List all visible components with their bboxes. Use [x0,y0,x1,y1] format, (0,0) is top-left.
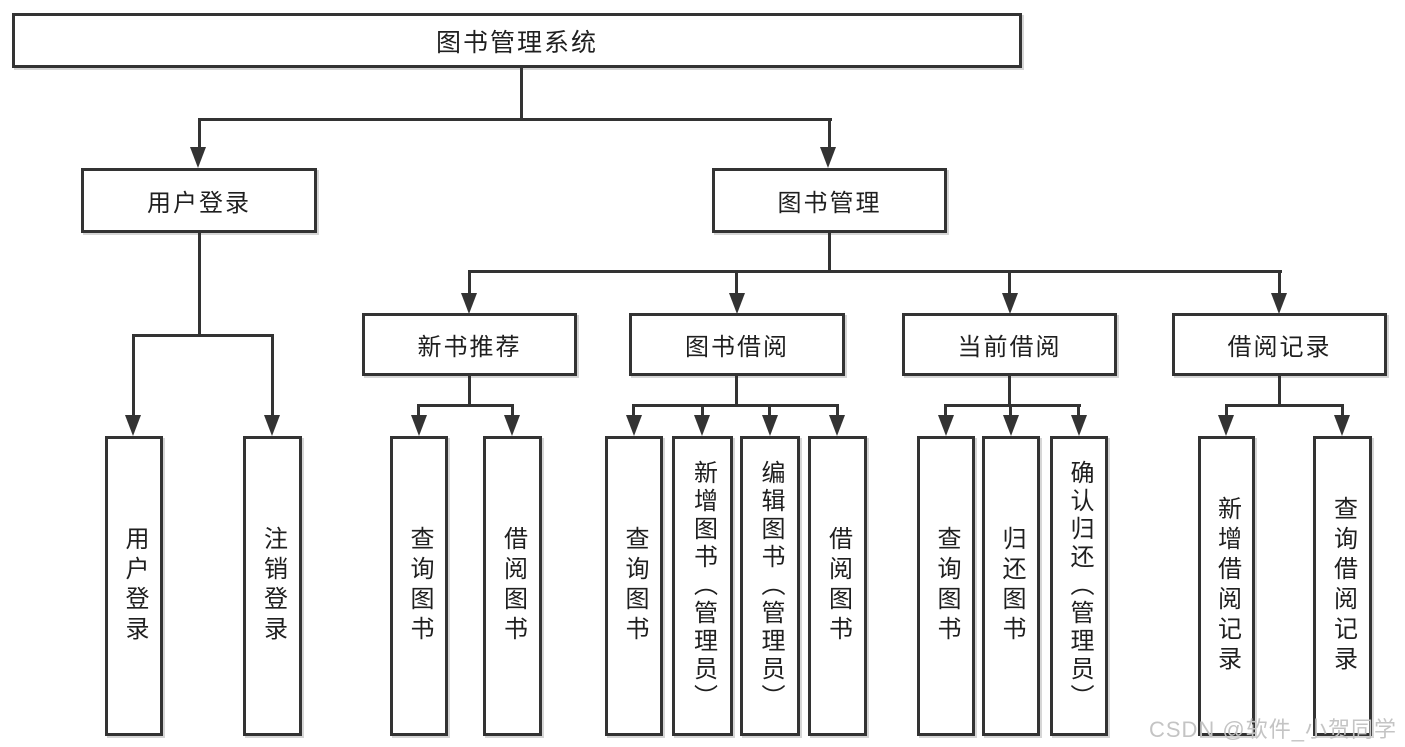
leaf-logout-login: 注销登录 [243,436,302,736]
connector-line [1077,404,1080,417]
connector-line [132,334,274,337]
leaf-label: 查询图书 [621,526,648,646]
node-label: 借阅记录 [1227,334,1332,361]
arrow-down-icon [1334,415,1350,436]
leaf-label: 编辑图书（管理员） [757,460,784,712]
connector-line [1225,404,1228,417]
arrow-down-icon [1071,415,1087,436]
node-label: 当前借阅 [957,334,1062,361]
leaf-label: 查询借阅记录 [1329,496,1357,676]
leaf-br-add-record: 新增借阅记录 [1198,436,1255,736]
leaf-label: 新增图书（管理员） [689,460,717,712]
connector-line [468,270,471,296]
leaf-label: 用户登录 [121,526,148,646]
connector-line [701,404,704,417]
connector-line [132,334,135,418]
node-label: 新书推荐 [417,334,522,361]
leaf-cb-return-books: 归还图书 [982,436,1040,736]
arrow-down-icon [461,293,477,314]
node-label: 图书管理 [777,190,882,217]
leaf-bb-query-books: 查询图书 [605,436,663,736]
leaf-label: 归还图书 [998,526,1025,646]
leaf-label: 查询图书 [406,526,433,646]
arrow-down-icon [264,415,280,436]
node-book-management: 图书管理 [712,168,947,233]
connector-line [1341,404,1344,417]
node-label: 用户登录 [147,190,251,217]
leaf-cb-query-books: 查询图书 [917,436,975,736]
node-user-login: 用户登录 [81,168,317,233]
connector-line [735,270,738,296]
csdn-watermark: CSDN @软件_小贺同学 [1148,717,1397,742]
leaf-label: 注销登录 [259,526,287,646]
connector-line [944,404,1081,407]
leaf-cb-confirm-return-admin: 确认归还（管理员） [1050,436,1108,736]
connector-line [828,118,831,150]
connector-line [1008,374,1011,406]
node-label: 图书管理系统 [435,28,598,57]
connector-line [828,230,831,272]
leaf-label: 借阅图书 [824,526,852,646]
node-label: 图书借阅 [685,334,789,361]
connector-line [1008,270,1011,296]
leaf-nb-query-books: 查询图书 [390,436,448,736]
arrow-down-icon [694,415,710,436]
connector-line [836,404,839,417]
connector-line [520,66,523,120]
node-library-system: 图书管理系统 [12,13,1022,68]
arrow-down-icon [1218,415,1234,436]
leaf-label: 新增借阅记录 [1213,496,1241,676]
node-book-borrowing: 图书借阅 [629,313,845,376]
leaf-nb-borrow-books: 借阅图书 [483,436,542,736]
node-borrowing-records: 借阅记录 [1172,313,1387,376]
arrow-down-icon [820,147,836,168]
arrow-down-icon [190,147,206,168]
leaf-bb-edit-books-admin: 编辑图书（管理员） [740,436,800,736]
connector-line [468,374,471,406]
connector-line [768,404,771,417]
arrow-down-icon [1002,293,1018,314]
arrow-down-icon [829,415,845,436]
node-current-borrowing: 当前借阅 [902,313,1117,376]
arrow-down-icon [1003,415,1019,436]
connector-line [198,118,832,121]
connector-line [632,404,839,407]
connector-line [417,404,513,407]
arrow-down-icon [762,415,778,436]
arrow-down-icon [504,415,520,436]
connector-line [735,374,738,406]
connector-line [944,404,947,417]
arrow-down-icon [938,415,954,436]
connector-line [1009,404,1012,417]
arrow-down-icon [125,415,141,436]
connector-line [1278,374,1281,406]
node-new-book-recommend: 新书推荐 [362,313,577,376]
arrow-down-icon [411,415,427,436]
connector-line [198,230,201,336]
arrow-down-icon [626,415,642,436]
connector-line [271,334,274,418]
arrow-down-icon [1271,293,1287,314]
arrow-down-icon [729,293,745,314]
leaf-label: 查询图书 [933,526,960,646]
connector-line [468,270,1282,273]
connector-line [1278,270,1281,296]
connector-line [198,118,201,150]
leaf-label: 确认归还（管理员） [1066,460,1093,712]
connector-line [511,404,514,417]
connector-line [417,404,420,417]
leaf-bb-borrow-books: 借阅图书 [808,436,867,736]
leaf-user-login: 用户登录 [105,436,163,736]
leaf-label: 借阅图书 [499,526,527,646]
connector-line [1225,404,1343,407]
connector-line [632,404,635,417]
leaf-bb-add-books-admin: 新增图书（管理员） [672,436,733,736]
leaf-br-query-record: 查询借阅记录 [1313,436,1372,736]
